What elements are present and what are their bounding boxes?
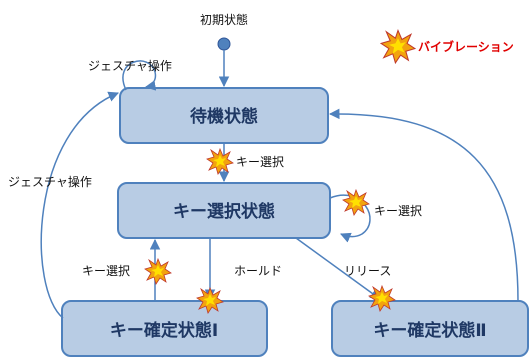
state-key-select — [117, 182, 331, 239]
legend-vibration-icon — [380, 29, 416, 64]
vibration-burst-icon — [144, 258, 172, 285]
state-idle-label: 待機状態 — [190, 106, 258, 127]
initial-state-dot — [217, 37, 231, 51]
state-key-select-label: キー選択状態 — [173, 201, 275, 222]
state-confirm-1-label: キー確定状態Ⅰ — [110, 320, 218, 341]
state-confirm-2 — [331, 300, 529, 357]
edge-label-key-select-self: キー選択 — [374, 204, 422, 218]
initial-state-label: 初期状態 — [200, 12, 248, 27]
legend-vibration-label: バイブレーション — [418, 39, 514, 54]
edge-label-gesture-self: ジェスチャ操作 — [88, 58, 172, 73]
edge-label-release: リリース — [344, 264, 391, 278]
edge-label-hold: ホールド — [234, 264, 282, 278]
edge-key-select-to-confirm2 — [295, 237, 381, 300]
vibration-burst-icon — [342, 189, 370, 216]
edge-confirm2-to-idle — [328, 108, 519, 302]
state-confirm-1 — [61, 300, 268, 357]
edge-label-key-select-up: キー選択 — [82, 264, 130, 278]
edge-label-key-select-down: キー選択 — [236, 155, 284, 169]
state-confirm-2-label: キー確定状態Ⅱ — [373, 320, 486, 341]
vibration-burst-icon — [206, 148, 234, 175]
edge-gesture-self-loop — [122, 60, 157, 91]
edge-confirm1-to-idle — [40, 91, 119, 319]
edge-label-gesture-back: ジェスチャ操作 — [8, 174, 92, 189]
